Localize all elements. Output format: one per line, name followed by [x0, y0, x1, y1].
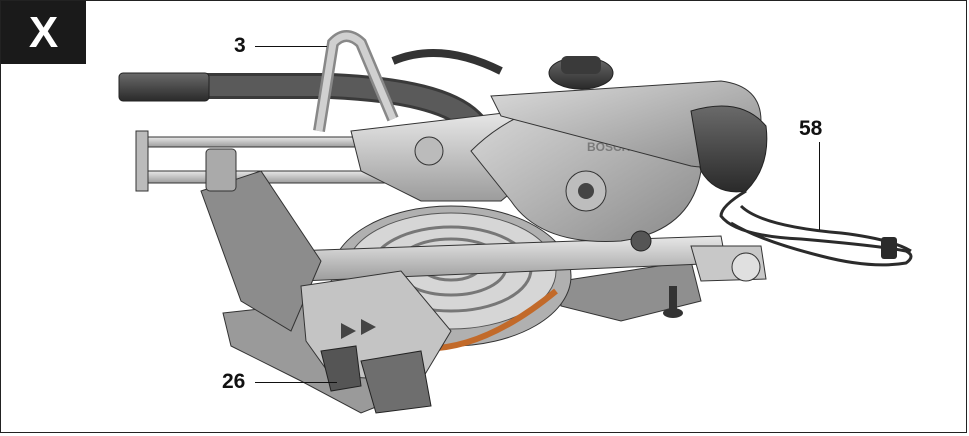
callout-number-power-cord: 58: [799, 117, 823, 140]
plug: [881, 237, 897, 259]
callout-number-extension: 26: [222, 370, 246, 393]
fence: [290, 235, 767, 318]
callout-leader-power-cord: [819, 142, 820, 230]
leveling-screw: [669, 286, 677, 311]
callout-leader-extension: [255, 382, 337, 383]
bevel-knob: [731, 252, 761, 282]
figure-label: X: [1, 1, 86, 64]
motor-housing: [490, 56, 762, 168]
carrying-handle: [313, 30, 503, 132]
power-cord: [719, 189, 913, 267]
trigger-handle: [690, 105, 768, 193]
callout-leader-handle: [255, 46, 327, 47]
callout-number-handle: 3: [234, 34, 246, 57]
table-extension: [300, 270, 452, 414]
